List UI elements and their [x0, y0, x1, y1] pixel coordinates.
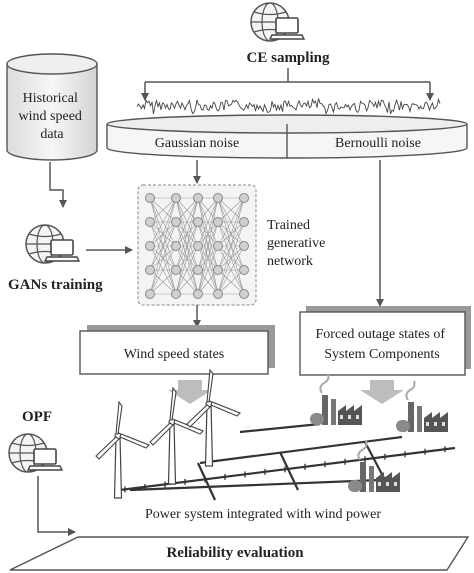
- database-cylinder-icon: [6, 53, 98, 161]
- opf-label: OPF: [22, 409, 52, 425]
- power-plant-icon: [309, 373, 363, 426]
- network-node: [171, 289, 181, 299]
- computer-globe-icon: [8, 433, 63, 473]
- gans-training-label: GANs training: [8, 277, 103, 293]
- network-node: [145, 241, 155, 251]
- network-node: [213, 241, 223, 251]
- network-node: [193, 241, 203, 251]
- wind-turbine-icon: [149, 387, 204, 485]
- network-node: [239, 193, 249, 203]
- down-arrow-icon: [360, 380, 404, 404]
- network-node: [239, 265, 249, 275]
- network-node: [213, 289, 223, 299]
- ce-sampling-label: CE sampling: [247, 50, 330, 66]
- neural-network-diagram: [137, 184, 257, 306]
- network-node: [213, 217, 223, 227]
- network-node: [145, 265, 155, 275]
- noise-waveform: [136, 97, 441, 115]
- reliability-evaluation-label: Reliability evaluation: [166, 545, 304, 561]
- network-node: [239, 217, 249, 227]
- network-node: [193, 265, 203, 275]
- gaussian-noise-label: Gaussian noise: [155, 136, 239, 151]
- network-node: [193, 217, 203, 227]
- network-node: [213, 193, 223, 203]
- network-node: [213, 265, 223, 275]
- forced-outage-label: Forced outage states of System Component…: [316, 327, 449, 362]
- network-node: [239, 241, 249, 251]
- reliability-plane: [9, 536, 470, 571]
- power-plant-icon: [347, 440, 401, 493]
- network-node: [145, 217, 155, 227]
- computer-globe-icon: [250, 2, 305, 42]
- wind-speed-states-label: Wind speed states: [124, 347, 225, 362]
- down-arrow-icon: [168, 380, 212, 404]
- noise-disc: [106, 114, 468, 159]
- power-plant-icon: [395, 380, 449, 433]
- network-node: [239, 289, 249, 299]
- bernoulli-noise-label: Bernoulli noise: [335, 136, 421, 151]
- historical-data-label: Historical wind speed data: [19, 91, 86, 142]
- network-node: [171, 193, 181, 203]
- network-node: [193, 193, 203, 203]
- forced-outage-box: [299, 311, 466, 376]
- power-system-label: Power system integrated with wind power: [145, 507, 381, 522]
- trained-network-label: Trained generative network: [267, 218, 329, 269]
- power-grid-network: [119, 422, 456, 501]
- computer-globe-icon: [25, 224, 80, 264]
- network-node: [145, 193, 155, 203]
- wind-turbine-icon: [95, 401, 150, 499]
- network-node: [171, 241, 181, 251]
- network-node: [145, 289, 155, 299]
- network-node: [171, 217, 181, 227]
- wind-speed-states-box: [79, 330, 269, 375]
- network-node: [193, 289, 203, 299]
- network-node: [171, 265, 181, 275]
